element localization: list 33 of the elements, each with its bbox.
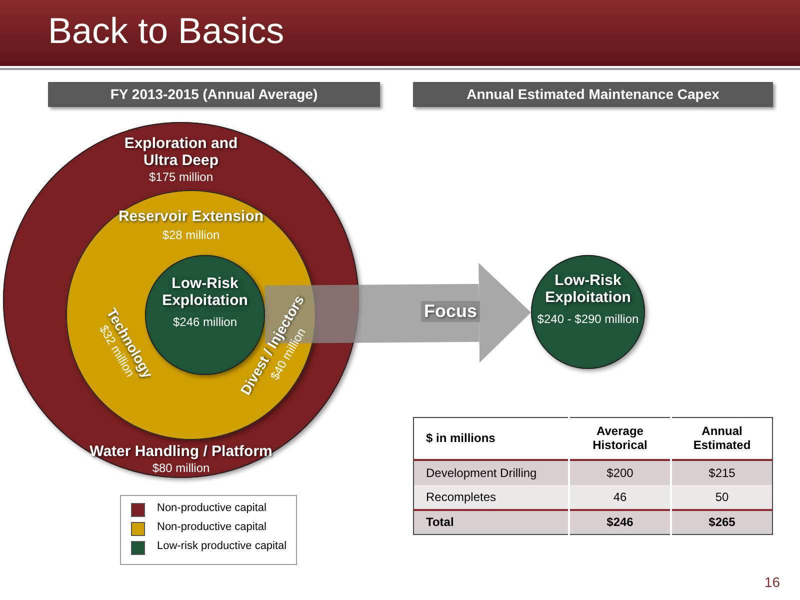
edge-label: Focus (421, 300, 480, 322)
table-cell: Development Drilling (414, 460, 569, 484)
column-header: Average Historical (569, 418, 671, 460)
table-cell: $215 (670, 460, 772, 484)
region-value: $175 million (148, 170, 214, 184)
slide-title: Back to Basics (48, 10, 284, 52)
legend-text: Low-risk productive capital (157, 540, 287, 552)
table-cell: Total (414, 510, 569, 534)
region-heading: Reservoir Extension (117, 208, 265, 225)
region-heading: Exploration and Ultra Deep (123, 135, 239, 169)
column-header: Annual Estimated (670, 418, 772, 460)
table-cell: 46 (569, 484, 671, 510)
region-value: $246 million (172, 315, 238, 329)
table-cell: 50 (670, 484, 772, 510)
banner-text: FY 2013-2015 (Annual Average) (109, 86, 319, 102)
region-heading: Low-Risk Exploitation (161, 275, 249, 309)
table-cell: $200 (569, 460, 671, 484)
page-number: 16 (764, 574, 780, 590)
header-banner (413, 82, 773, 107)
banner-text: Annual Estimated Maintenance Capex (466, 86, 720, 102)
legend-text: Non-productive capital (157, 521, 266, 533)
region-value: $80 million (151, 461, 211, 475)
region-value: $240 - $290 million (536, 312, 640, 326)
table-cell: $265 (670, 510, 772, 534)
table-cell: $246 (569, 510, 671, 534)
block-arrow (264, 262, 531, 363)
region-heading: Low-Risk Exploitation (544, 272, 632, 306)
column-header: $ in millions (414, 418, 569, 460)
legend-text: Non-productive capital (157, 502, 266, 514)
table-cell: Recompletes (414, 484, 569, 510)
region-heading: Water Handling / Platform (88, 443, 274, 460)
header-banner (48, 82, 380, 107)
region-value: $28 million (161, 228, 221, 242)
